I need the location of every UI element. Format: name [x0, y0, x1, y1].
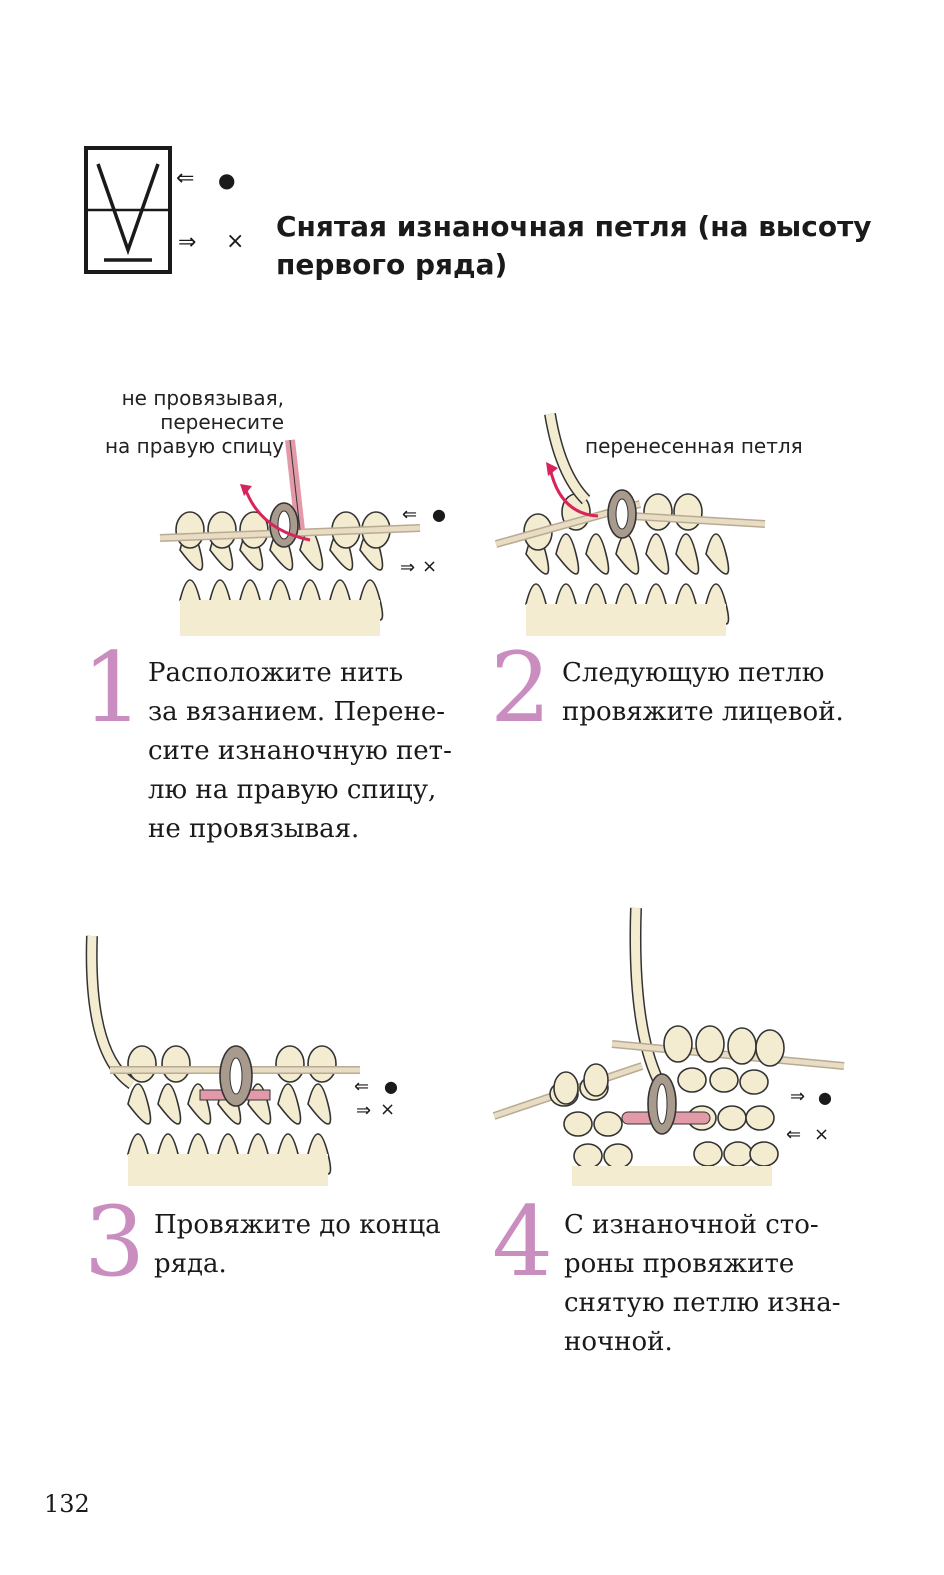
knitting-illustration-4	[492, 904, 852, 1198]
arrow-left-icon: ⇐	[176, 166, 195, 191]
step-number-2: 2	[490, 632, 552, 744]
cross-icon: ×	[814, 1124, 830, 1145]
cross-icon: ×	[422, 556, 438, 577]
step-number-4: 4	[492, 1186, 554, 1298]
arrow-right-icon: ⇒	[356, 1100, 372, 1121]
callout-illustration-2: перенесенная петля	[585, 434, 803, 458]
knitting-illustration-1	[150, 400, 460, 644]
step-number-1: 1	[82, 632, 144, 744]
cross-icon: ×	[380, 1099, 396, 1120]
arrow-right-icon: ⇒	[790, 1086, 806, 1107]
page-title: Снятая изнаночная петля (на высоту перво…	[276, 210, 872, 281]
page-number: 132	[44, 1490, 90, 1518]
dot-icon: ●	[432, 505, 446, 524]
knitting-illustration-2	[490, 404, 780, 644]
arrow-left-icon: ⇐	[786, 1124, 802, 1145]
step-text-1: Расположите нить за вязанием. Перене- си…	[148, 658, 452, 844]
stitch-symbol	[84, 146, 264, 282]
step-text-2: Следующую петлю провяжите лицевой.	[562, 658, 844, 727]
callout-illustration-1: не провязывая, перенесите на правую спиц…	[104, 386, 284, 458]
arrow-right-icon: ⇒	[178, 230, 197, 255]
arrow-left-icon: ⇐	[402, 504, 418, 525]
dot-icon: ●	[218, 168, 236, 192]
step-text-3: Провяжите до конца ряда.	[154, 1210, 441, 1279]
step-text-4: С изнаночной сто- роны провяжите снятую …	[564, 1210, 841, 1357]
knitting-illustration-3	[80, 934, 380, 1194]
cross-icon: ×	[226, 229, 245, 254]
arrow-right-icon: ⇒	[400, 557, 416, 578]
arrow-left-icon: ⇐	[354, 1076, 370, 1097]
dot-icon: ●	[384, 1077, 398, 1096]
step-number-3: 3	[84, 1186, 146, 1298]
dot-icon: ●	[818, 1088, 832, 1107]
